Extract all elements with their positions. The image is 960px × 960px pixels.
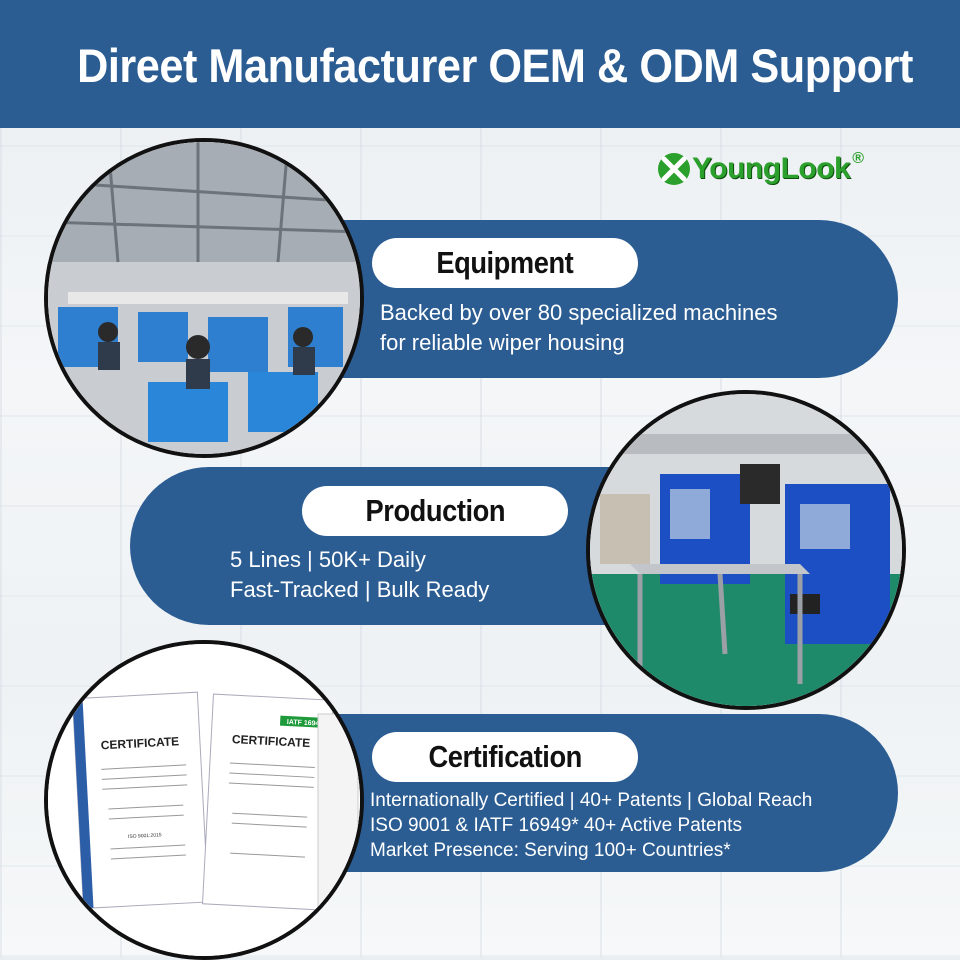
equipment-heading-pill: Equipment xyxy=(372,238,638,288)
certification-heading-pill: Certification xyxy=(372,732,638,782)
certification-description: Internationally Certified | 40+ Patents … xyxy=(370,788,812,863)
machines-illustration xyxy=(590,394,902,706)
certificates-illustration: CERTIFICATE ISO 9001:2015 IATF 16949 CER… xyxy=(48,644,360,956)
logo-text: YoungLook xyxy=(692,152,851,185)
iso-label: ISO 9001:2015 xyxy=(128,832,162,840)
certificates-photo: CERTIFICATE ISO 9001:2015 IATF 16949 CER… xyxy=(44,640,364,960)
equipment-line-1: Backed by over 80 specialized machines xyxy=(380,300,778,325)
production-line-1: 5 Lines | 50K+ Daily xyxy=(230,547,426,572)
certificate-heading-2: CERTIFICATE xyxy=(232,732,311,750)
production-description: 5 Lines | 50K+ Daily Fast-Tracked | Bulk… xyxy=(230,545,489,605)
workshop-photo xyxy=(44,138,364,458)
equipment-line-2: for reliable wiper housing xyxy=(380,330,625,355)
certificate-heading-1: CERTIFICATE xyxy=(100,734,179,752)
production-heading: Production xyxy=(365,493,505,528)
header-banner: Direet Manufacturer OEM & ODM Support xyxy=(0,0,960,128)
certification-heading: Certification xyxy=(428,739,582,774)
younglook-logo: YoungLook ® xyxy=(656,148,864,190)
equipment-heading: Equipment xyxy=(436,245,574,280)
equipment-description: Backed by over 80 specialized machines f… xyxy=(380,298,777,358)
machines-photo xyxy=(586,390,906,710)
workshop-illustration xyxy=(48,142,360,454)
iatf-badge: IATF 16949 xyxy=(287,719,324,728)
logo-emblem-icon xyxy=(658,153,690,185)
production-line-2: Fast-Tracked | Bulk Ready xyxy=(230,577,490,602)
logo-registered-mark: ® xyxy=(852,150,865,167)
certification-line-2: ISO 9001 & IATF 16949* 40+ Active Patent… xyxy=(370,815,742,836)
certification-line-1: Internationally Certified | 40+ Patents … xyxy=(370,790,813,811)
production-heading-pill: Production xyxy=(302,486,568,536)
certification-line-3: Market Presence: Serving 100+ Countries* xyxy=(370,840,731,861)
page-title: Direet Manufacturer OEM & ODM Support xyxy=(77,39,913,92)
